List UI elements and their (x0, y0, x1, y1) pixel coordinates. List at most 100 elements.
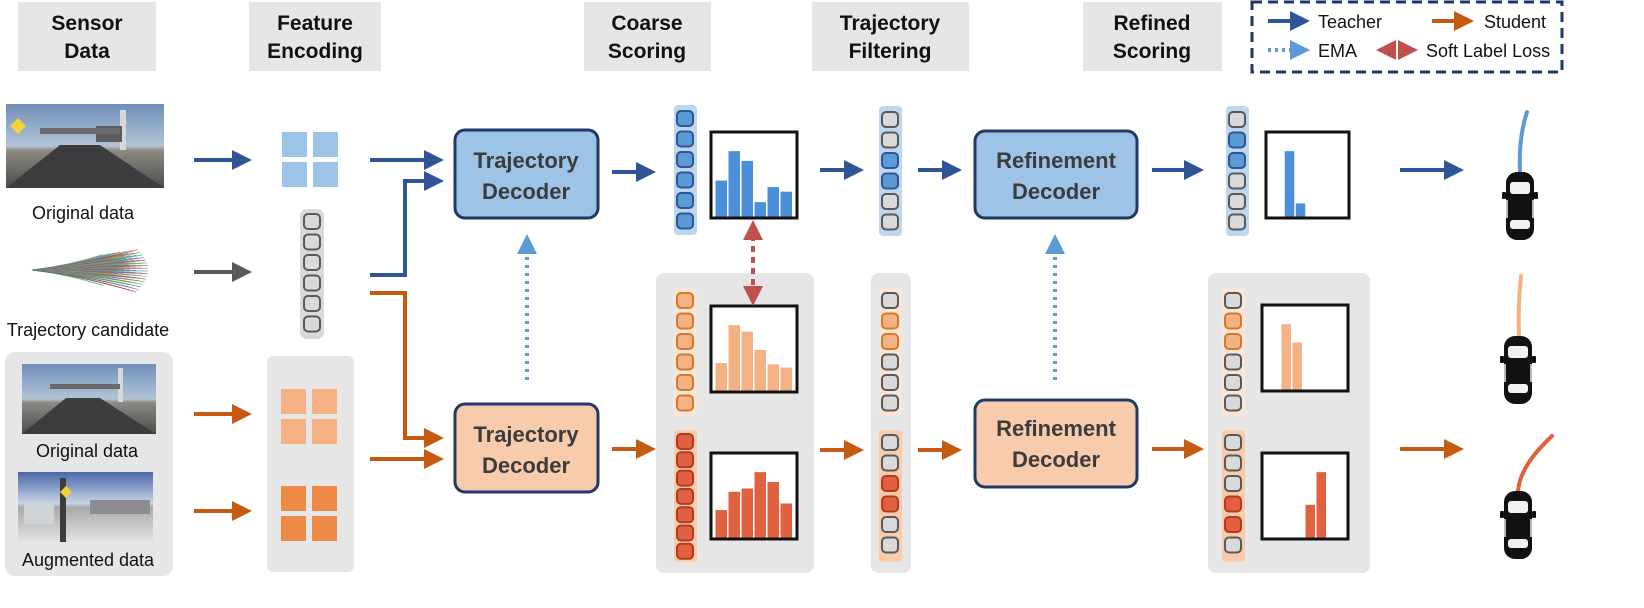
histogram-bar (1281, 324, 1291, 390)
student-refined-dark-histogram (1260, 451, 1350, 541)
candidate-cell (676, 110, 694, 127)
svg-text:Sensor: Sensor (51, 12, 122, 35)
candidate-fan-image (31, 249, 148, 293)
candidate-cell (676, 506, 694, 524)
candidate-cell (881, 333, 899, 350)
candidate-cell (1224, 333, 1242, 350)
candidate-cell (676, 212, 694, 230)
augmented-image (18, 472, 153, 542)
candidate-cell (881, 213, 899, 231)
candidate-cell (676, 487, 694, 505)
teacher-filter-column (881, 111, 899, 231)
candidate-cell (1224, 536, 1242, 554)
candidate-cell (1224, 353, 1242, 371)
candidate-cell (303, 315, 321, 333)
svg-text:Decoder: Decoder (1012, 447, 1100, 472)
car-part (1508, 501, 1528, 513)
student-coarse-light-column (676, 292, 694, 412)
car-part (1510, 182, 1530, 194)
candidate-cell (881, 292, 899, 309)
arrow-candidate-teacher-decoder (370, 171, 444, 277)
candidate-cell (676, 374, 694, 391)
stage-header-sensor: Sensor Data (18, 2, 156, 71)
car-part (1532, 511, 1536, 518)
histogram-frame (1260, 451, 1350, 541)
car-part (1534, 192, 1538, 199)
svg-text:Trajectory: Trajectory (473, 422, 579, 447)
candidate-cell (881, 152, 899, 169)
histogram-bar (1284, 151, 1295, 217)
teacher-refined-histogram (1264, 130, 1351, 220)
histogram-bar (780, 367, 792, 391)
candidate-cell (1224, 434, 1242, 451)
candidate-cell (303, 254, 321, 271)
candidate-cell (1228, 172, 1246, 190)
candidate-cell (1228, 131, 1246, 149)
student-filter-dark-column (881, 434, 899, 554)
candidate-cell (1228, 193, 1246, 210)
histogram-bar (1295, 203, 1306, 217)
candidate-cell (881, 172, 899, 190)
svg-text:Scoring: Scoring (1113, 40, 1191, 63)
candidate-cell (676, 451, 694, 469)
car-part (1502, 192, 1506, 199)
svg-text:Encoding: Encoding (267, 40, 363, 63)
histogram-frame (1260, 303, 1350, 393)
histogram-bar (780, 191, 792, 217)
histogram-bar (715, 180, 727, 217)
candidate-cell (881, 353, 899, 371)
student-refinement-decoder: Refinement Decoder (973, 398, 1139, 489)
legend-teacher-label: Teacher (1318, 12, 1382, 32)
candidate-line (31, 269, 104, 286)
legend: Teacher Student EMA Soft Label Loss (1250, 0, 1564, 74)
stage-header-coarse: Coarse Scoring (584, 2, 711, 71)
candidate-cell (1224, 312, 1242, 330)
svg-text:Decoder: Decoder (1012, 179, 1100, 204)
candidate-cell (303, 274, 321, 292)
car-part (1508, 384, 1528, 393)
candidate-cell (881, 516, 899, 533)
candidate-cell (676, 353, 694, 371)
candidate-cell (676, 292, 694, 309)
svg-text:Refinement: Refinement (996, 148, 1116, 173)
student-coarse-light-histogram (709, 304, 799, 394)
svg-text:Data: Data (64, 40, 110, 63)
svg-text:Refined: Refined (1113, 12, 1190, 35)
candidate-cell (881, 536, 899, 554)
legend-soft-loss-label: Soft Label Loss (1426, 41, 1550, 61)
candidate-cell (1224, 475, 1242, 492)
candidate-cell (676, 524, 694, 542)
candidate-cell (1224, 292, 1242, 309)
histogram-bar (767, 364, 779, 391)
candidate-cell (676, 192, 694, 209)
svg-text:Trajectory: Trajectory (473, 148, 579, 173)
student-coarse-dark-histogram (709, 451, 799, 541)
caption-augmented: Augmented data (22, 550, 155, 570)
arrow-candidate-student-decoder (370, 291, 444, 448)
car-part (1510, 220, 1530, 229)
car-icon-student-light (1500, 336, 1536, 404)
feature-grid-student-dark (281, 486, 337, 541)
histogram-bar (715, 363, 727, 391)
candidate-cell (881, 434, 899, 451)
candidate-cell (881, 312, 899, 330)
original-image-bottom (22, 364, 156, 434)
car-part (1508, 539, 1528, 548)
svg-text:Scoring: Scoring (608, 40, 686, 63)
legend-student-label: Student (1484, 12, 1546, 32)
candidate-cell (881, 495, 899, 513)
candidate-cell (676, 542, 694, 560)
caption-original-bottom: Original data (36, 441, 139, 461)
candidate-cell (303, 295, 321, 312)
candidate-cell (1228, 152, 1246, 169)
histogram-bar (1305, 504, 1315, 538)
histogram-bar (1316, 472, 1326, 538)
output-trajectory-teacher (1517, 110, 1529, 174)
candidate-cell (676, 151, 694, 168)
teacher-refinement-decoder: Refinement Decoder (973, 129, 1139, 220)
histogram-bar (741, 488, 753, 538)
histogram-bar (728, 491, 740, 538)
candidate-cell (676, 312, 694, 330)
car-part (1500, 356, 1504, 363)
candidate-cell (881, 111, 899, 128)
